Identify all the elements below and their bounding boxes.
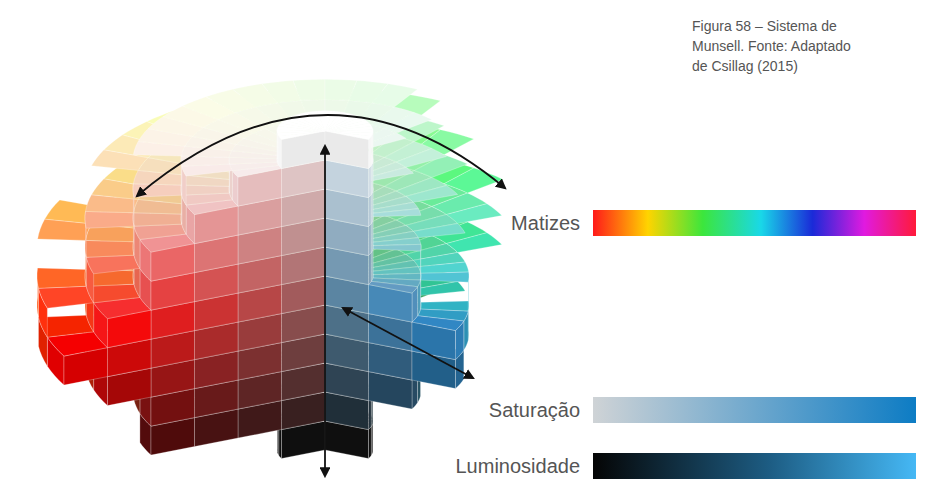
color-block [372,84,417,107]
color-block [86,284,140,303]
color-solid [37,79,503,458]
lightness-bar [593,453,916,479]
color-block [446,204,501,224]
color-block [369,281,418,293]
color-block [396,148,446,167]
color-block [446,233,501,253]
color-block [134,224,186,239]
color-block [133,184,182,197]
label-text: Luminosidade [455,455,580,477]
color-block [325,131,371,140]
color-block [86,255,140,274]
label-text: Saturação [489,399,580,421]
hue-bar [593,210,916,236]
lightness-label: Luminosidade [455,454,580,478]
label-text: Matizes [511,212,580,234]
color-block [38,286,93,308]
color-block [421,272,469,282]
color-block [373,244,421,251]
hue-label: Matizes [511,211,580,235]
figure-caption: Figura 58 – Sistema de Munsell. Fonte: A… [692,16,870,76]
color-block [369,165,372,197]
color-block [369,194,372,226]
color-block [133,213,182,226]
color-block [279,426,282,458]
axis-arrows [137,115,505,476]
saturation-label: Saturação [489,398,580,422]
color-block [369,426,372,458]
color-block [85,211,134,228]
color-block [418,262,468,273]
color-block [406,186,458,203]
color-block [279,136,282,168]
color-block [317,111,325,131]
color-block [369,252,372,284]
color-block [369,223,372,255]
color-block [413,223,465,237]
value-arrow [324,146,326,476]
color-block [369,397,372,429]
saturation-bar [593,397,916,423]
color-block [412,316,464,331]
color-block [369,136,372,168]
color-block [372,209,421,217]
color-block [413,281,465,295]
color-block [85,240,134,257]
color-block [293,79,325,100]
hue-arrow [137,115,505,196]
color-block [37,268,86,288]
caption-text: Figura 58 – Sistema de Munsell. Fonte: A… [692,18,851,74]
chroma-arrow [343,308,473,378]
color-block [277,130,278,162]
color-block [181,185,229,195]
